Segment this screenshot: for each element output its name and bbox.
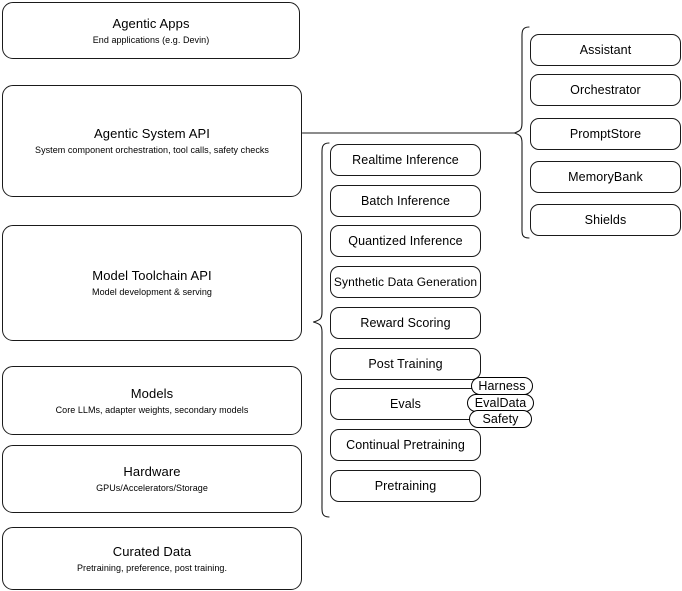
agentic-box-shields[interactable]: Shields <box>530 204 681 236</box>
layer-subtitle: End applications (e.g. Devin) <box>92 34 210 45</box>
toolchain-box-realtime-inference[interactable]: Realtime Inference <box>330 144 481 176</box>
toolchain-box-quantized-inference[interactable]: Quantized Inference <box>330 225 481 257</box>
toolchain-box-post-training[interactable]: Post Training <box>330 348 481 380</box>
layer-box-hardware[interactable]: Hardware GPUs/Accelerators/Storage <box>2 445 302 513</box>
layer-title: Agentic Apps <box>112 15 190 31</box>
layer-box-models[interactable]: Models Core LLMs, adapter weights, secon… <box>2 366 302 435</box>
agentic-box-memorybank[interactable]: MemoryBank <box>530 161 681 193</box>
layer-title: Agentic System API <box>94 126 210 141</box>
layer-box-curated-data[interactable]: Curated Data Pretraining, preference, po… <box>2 527 302 590</box>
toolchain-box-pretraining[interactable]: Pretraining <box>330 470 481 502</box>
agentic-box-assistant[interactable]: Assistant <box>530 34 681 66</box>
layer-subtitle: System component orchestration, tool cal… <box>35 145 269 155</box>
layer-title: Models <box>130 385 174 401</box>
layer-box-agentic-apps[interactable]: Agentic Apps End applications (e.g. Devi… <box>2 2 300 59</box>
layer-title: Model Toolchain API <box>92 268 212 283</box>
layer-subtitle: Model development & serving <box>92 287 212 297</box>
brace-toolchain-components <box>312 142 330 518</box>
toolchain-box-evals[interactable]: Evals <box>330 388 481 420</box>
toolchain-box-continual-pretraining[interactable]: Continual Pretraining <box>330 429 481 461</box>
layer-box-model-toolchain-api[interactable]: Model Toolchain API Model development & … <box>2 225 302 341</box>
layer-title: Curated Data <box>112 543 192 559</box>
evals-pill-safety[interactable]: Safety <box>469 410 532 428</box>
layer-subtitle: Core LLMs, adapter weights, secondary mo… <box>55 404 249 415</box>
toolchain-box-reward-scoring[interactable]: Reward Scoring <box>330 307 481 339</box>
toolchain-box-batch-inference[interactable]: Batch Inference <box>330 185 481 217</box>
layer-box-agentic-system-api[interactable]: Agentic System API System component orch… <box>2 85 302 197</box>
agentic-box-orchestrator[interactable]: Orchestrator <box>530 74 681 106</box>
agentic-box-promptstore[interactable]: PromptStore <box>530 118 681 150</box>
layer-title: Hardware <box>123 464 181 479</box>
brace-agentic-components <box>513 26 530 239</box>
evals-pill-harness[interactable]: Harness <box>471 377 533 395</box>
layer-subtitle: GPUs/Accelerators/Storage <box>96 483 208 493</box>
layer-subtitle: Pretraining, preference, post training. <box>76 562 228 573</box>
toolchain-box-synthetic-data-generation[interactable]: Synthetic Data Generation <box>330 266 481 298</box>
